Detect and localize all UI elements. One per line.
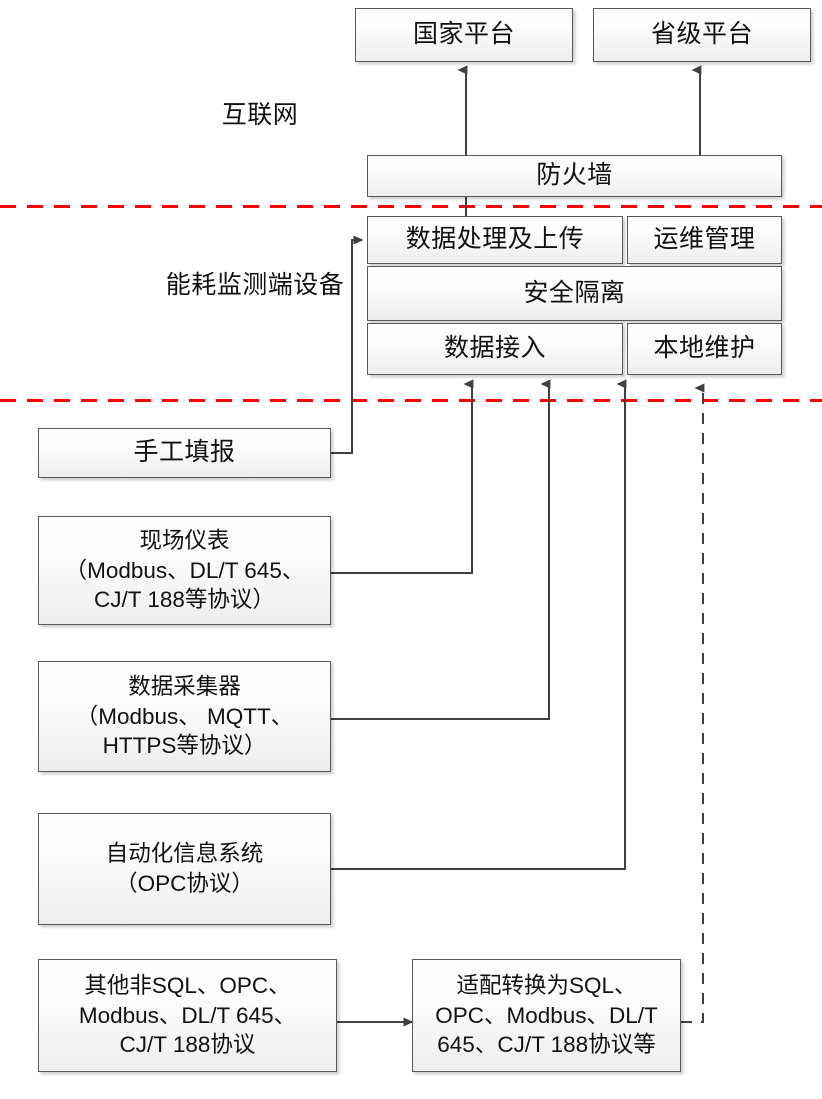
data-collector-box[interactable]: 数据采集器 （Modbus、 MQTT、 HTTPS等协议）: [38, 661, 331, 772]
manual-entry-label: 手工填报: [133, 438, 236, 467]
manual-entry-box[interactable]: 手工填报: [38, 428, 331, 478]
zone-label-edge-device: 能耗监测端设备: [165, 271, 345, 299]
field-meter-box[interactable]: 现场仪表 （Modbus、DL/T 645、 CJ/T 188等协议）: [38, 516, 331, 625]
other-protocols-box[interactable]: 其他非SQL、OPC、 Modbus、DL/T 645、 CJ/T 188协议: [38, 959, 337, 1072]
firewall-label: 防火墙: [536, 161, 613, 190]
security-isolation-label: 安全隔离: [523, 278, 626, 307]
data-process-upload-box[interactable]: 数据处理及上传: [367, 216, 623, 264]
security-isolation-box[interactable]: 安全隔离: [367, 266, 782, 321]
automation-system-box[interactable]: 自动化信息系统 （OPC协议）: [38, 813, 331, 925]
national-platform-label: 国家平台: [412, 20, 515, 49]
wire-data-collector-to-access: [331, 379, 551, 720]
local-maintenance-box[interactable]: 本地维护: [627, 323, 782, 375]
national-platform-box[interactable]: 国家平台: [355, 8, 573, 62]
data-access-box[interactable]: 数据接入: [367, 323, 623, 375]
wire-automation-to-access: [331, 379, 627, 870]
field-meter-label: 现场仪表 （Modbus、DL/T 645、 CJ/T 188等协议）: [64, 527, 305, 613]
wire-adapter-to-local-maintenance: [681, 383, 705, 1023]
automation-system-label: 自动化信息系统 （OPC协议）: [105, 841, 264, 896]
ops-management-label: 运维管理: [653, 225, 756, 254]
data-access-label: 数据接入: [443, 334, 546, 363]
wire-field-meter-to-access: [331, 379, 474, 574]
ops-management-box[interactable]: 运维管理: [627, 216, 782, 264]
protocol-adapter-box[interactable]: 适配转换为SQL、 OPC、Modbus、DL/T 645、CJ/T 188协议…: [412, 959, 681, 1072]
data-collector-label: 数据采集器 （Modbus、 MQTT、 HTTPS等协议）: [75, 673, 294, 759]
firewall-box[interactable]: 防火墙: [367, 155, 782, 197]
zone-label-internet: 互联网: [221, 101, 299, 129]
protocol-adapter-label: 适配转换为SQL、 OPC、Modbus、DL/T 645、CJ/T 188协议…: [435, 972, 658, 1058]
local-maintenance-label: 本地维护: [653, 334, 756, 363]
provincial-platform-label: 省级平台: [650, 20, 753, 49]
provincial-platform-box[interactable]: 省级平台: [593, 8, 811, 62]
data-process-upload-label: 数据处理及上传: [405, 225, 585, 254]
other-protocols-label: 其他非SQL、OPC、 Modbus、DL/T 645、 CJ/T 188协议: [78, 972, 297, 1058]
